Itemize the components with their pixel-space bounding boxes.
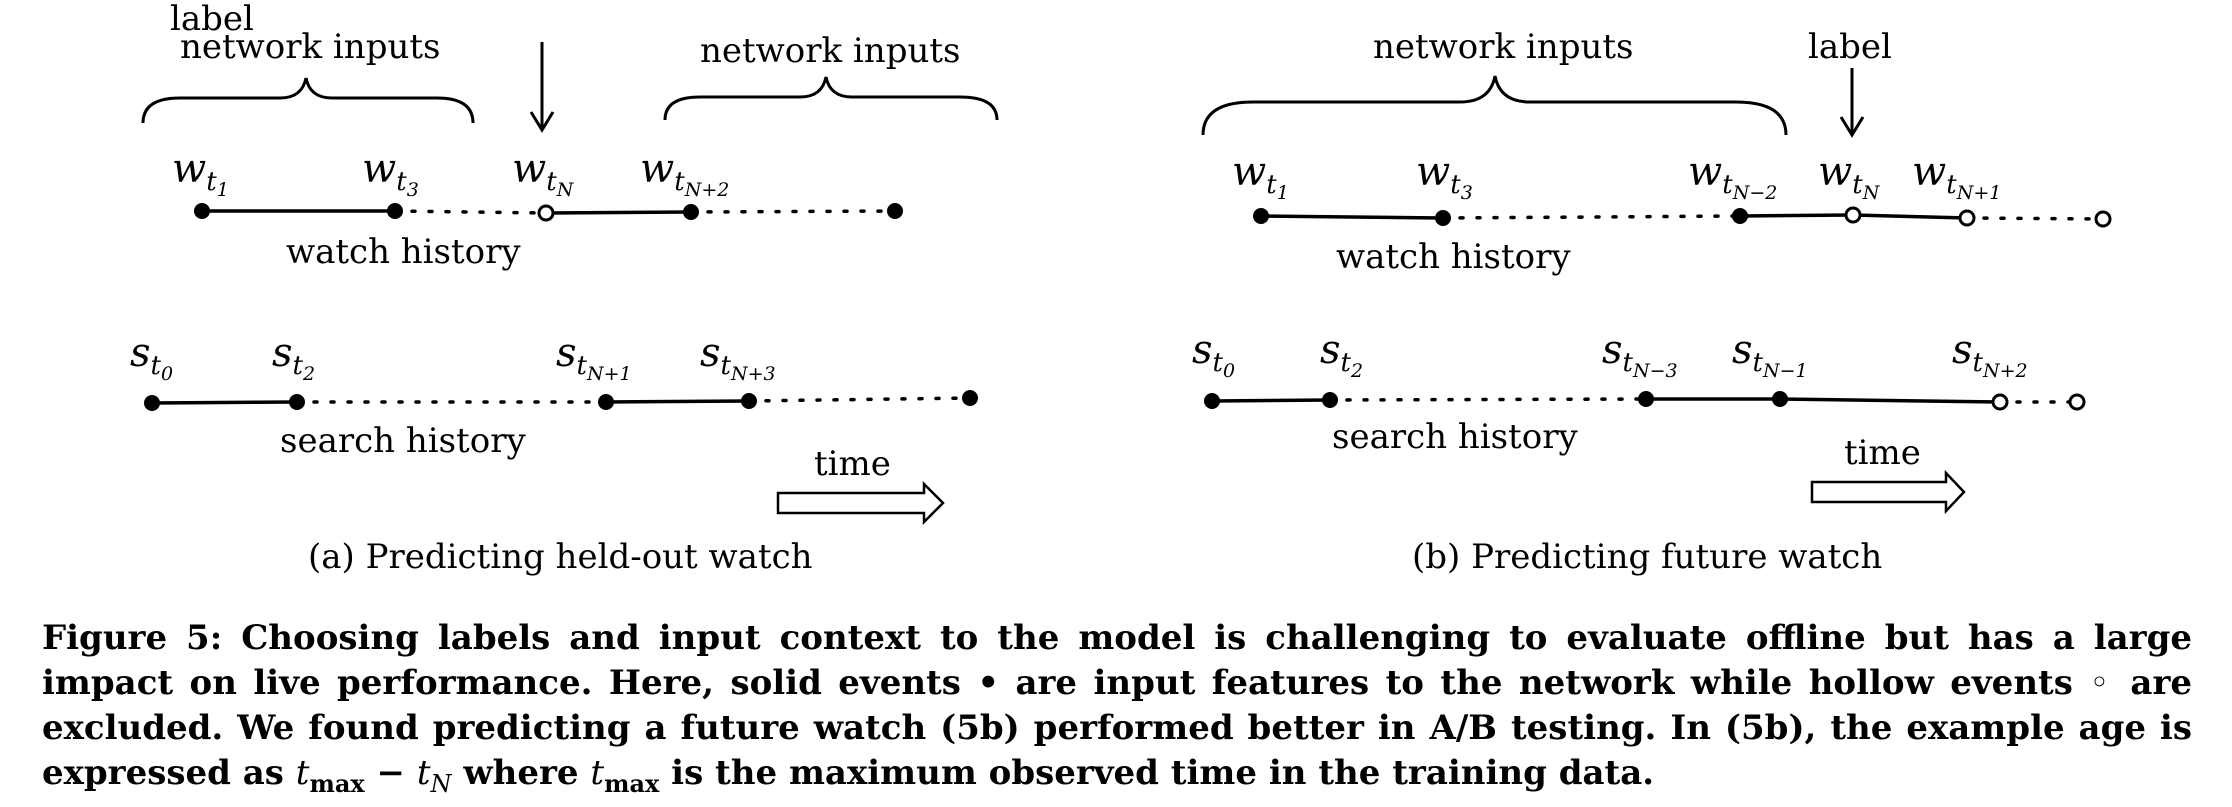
time-label-b: time bbox=[1844, 433, 1921, 473]
label-arrow-a bbox=[529, 42, 555, 133]
brace-left bbox=[141, 77, 475, 124]
s-tNm1-label-b: stN−1 bbox=[1732, 327, 1808, 382]
event-solid bbox=[887, 203, 903, 219]
caption-part-4: where bbox=[451, 753, 591, 793]
network-inputs-left: network inputs bbox=[180, 27, 440, 67]
event-solid bbox=[1435, 210, 1451, 226]
w-tN-label: wtN bbox=[512, 146, 575, 201]
event-solid bbox=[1322, 392, 1338, 408]
event-solid bbox=[387, 203, 403, 219]
caption-part-5: is the maximum observed time in the trai… bbox=[659, 753, 1655, 793]
w-tN-label-b: wtN bbox=[1818, 149, 1881, 204]
event-solid bbox=[1732, 208, 1748, 224]
w-t3-label-b: wt3 bbox=[1416, 149, 1473, 204]
event-solid bbox=[683, 204, 699, 220]
time-label-a: time bbox=[814, 444, 891, 484]
search-history-label-a: search history bbox=[280, 421, 526, 461]
event-hollow bbox=[2068, 393, 2086, 411]
event-solid bbox=[741, 393, 757, 409]
event-hollow bbox=[1844, 206, 1862, 224]
label-text-b: label bbox=[1808, 27, 1892, 67]
search-history-line-b bbox=[1211, 397, 2079, 404]
caption-a: (a) Predicting held-out watch bbox=[308, 537, 813, 577]
t-max-math: tmax bbox=[295, 753, 365, 798]
s-t2-label-b: st2 bbox=[1320, 327, 1363, 382]
solid-event-glyph: • bbox=[977, 663, 1000, 703]
brace-b bbox=[1201, 75, 1788, 136]
w-t1-label-b: wt1 bbox=[1232, 149, 1289, 204]
caption-part-2: are input features to the network while … bbox=[999, 663, 2090, 703]
watch-history-label-a: watch history bbox=[286, 232, 521, 272]
t-max-math-2: tmax bbox=[590, 753, 660, 798]
figure-caption: Figure 5: Choosing labels and input cont… bbox=[42, 616, 2192, 807]
watch-history-line-b bbox=[1260, 213, 2105, 221]
hollow-event-glyph: ◦ bbox=[2089, 663, 2114, 703]
time-arrow-a bbox=[776, 480, 945, 526]
t-N-math: tN bbox=[416, 753, 452, 798]
event-hollow bbox=[537, 204, 555, 222]
s-t0-label: st0 bbox=[130, 330, 173, 385]
event-solid bbox=[194, 203, 210, 219]
event-solid bbox=[289, 394, 305, 410]
network-inputs-right: network inputs bbox=[700, 31, 960, 71]
event-solid bbox=[1638, 391, 1654, 407]
search-history-label-b: search history bbox=[1332, 417, 1578, 457]
s-t2-label: st2 bbox=[272, 330, 315, 385]
panel-b: network inputs label wt1 wt3 wtN−2 wtN w… bbox=[1192, 27, 2112, 577]
caption-part-3: are excluded. We found predicting a futu… bbox=[42, 663, 2192, 793]
event-solid bbox=[1204, 393, 1220, 409]
w-tNm2-label-b: wtN−2 bbox=[1688, 149, 1777, 204]
w-tN1-label-b: wtN+1 bbox=[1912, 149, 2001, 204]
label-text-top: label bbox=[170, 0, 254, 39]
watch-history-label-b: watch history bbox=[1336, 237, 1571, 277]
event-solid bbox=[1772, 391, 1788, 407]
s-tNm3-label-b: stN−3 bbox=[1602, 327, 1678, 382]
panel-a: label network inputs network inputs wt1 … bbox=[130, 0, 999, 577]
search-history-line-a bbox=[151, 396, 972, 405]
minus-sign: − bbox=[364, 753, 417, 793]
watch-history-line-a bbox=[202, 209, 897, 215]
w-t1-label: wt1 bbox=[172, 146, 229, 201]
figure-diagram: label network inputs network inputs wt1 … bbox=[130, 0, 2112, 577]
caption-part-1: Figure 5: Choosing labels and input cont… bbox=[42, 618, 2192, 703]
s-tN2-label-b: stN+2 bbox=[1952, 327, 2028, 382]
event-hollow bbox=[1958, 209, 1976, 227]
event-solid bbox=[962, 390, 978, 406]
s-tN1-label: stN+1 bbox=[556, 330, 632, 385]
event-solid bbox=[144, 395, 160, 411]
w-tN2-label: wtN+2 bbox=[640, 146, 729, 201]
w-t3-label: wt3 bbox=[362, 146, 419, 201]
event-solid bbox=[1253, 208, 1269, 224]
event-hollow bbox=[1991, 393, 2009, 411]
brace-right bbox=[663, 76, 999, 121]
s-t0-label-b: st0 bbox=[1192, 327, 1235, 382]
event-solid bbox=[598, 394, 614, 410]
time-arrow-b bbox=[1810, 469, 1966, 515]
s-tN3-label: stN+3 bbox=[700, 330, 776, 385]
label-arrow-b bbox=[1839, 68, 1865, 138]
caption-b: (b) Predicting future watch bbox=[1412, 537, 1882, 577]
network-inputs-b: network inputs bbox=[1373, 27, 1633, 67]
event-hollow bbox=[2094, 210, 2112, 228]
